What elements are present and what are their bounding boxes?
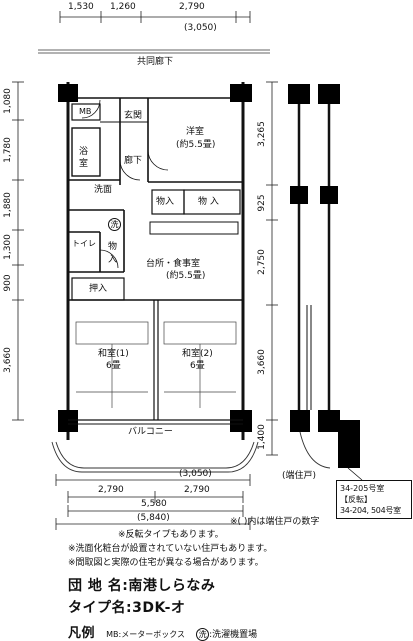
left-dim-1: 1,080 xyxy=(3,88,13,114)
top-dimension-lines xyxy=(59,11,251,23)
balcony-outline xyxy=(51,441,259,473)
bottom-dim-b: 2,790 xyxy=(184,485,210,495)
top-dim-total: (3,050) xyxy=(184,23,217,33)
mono-iri-3-label-1: 物 xyxy=(108,242,118,252)
senmen-label: 洗面 xyxy=(94,185,113,195)
right-dimension-lines xyxy=(266,81,278,456)
washer-space-icon: 洗 xyxy=(108,214,121,231)
left-dim-4: 1,300 xyxy=(3,234,13,260)
note-reverse: ※反転タイプもあります。 xyxy=(118,530,224,540)
toilet-label: トイレ xyxy=(72,239,96,248)
legend-label: 凡例 xyxy=(68,626,96,641)
right-dim-1: 3,265 xyxy=(257,121,267,147)
danchi-name: 団 地 名:南港しらなみ xyxy=(68,579,215,593)
right-dim-2: 925 xyxy=(257,194,267,212)
end-unit-section xyxy=(288,84,363,481)
end-unit-note: ※( )内は端住戸の数字 xyxy=(230,517,320,527)
right-dim-3: 2,750 xyxy=(257,249,267,275)
yoshitsu-label: 洋室 xyxy=(186,127,205,137)
left-dim-2: 1,780 xyxy=(3,137,13,163)
legend-wash-icon: 洗 xyxy=(196,628,210,641)
oshiire-label: 押入 xyxy=(89,284,108,294)
mb-label: MB xyxy=(79,107,92,116)
yoshitsu-size: (約5.5畳) xyxy=(176,140,216,150)
roka-label: 廊下 xyxy=(124,156,143,166)
right-dim-4: 3,660 xyxy=(257,349,267,375)
corridor-label: 共同廊下 xyxy=(137,57,174,67)
bottom-dim-paren: (3,050) xyxy=(179,469,212,479)
type-name: タイプ名:3DK-オ xyxy=(68,601,185,615)
unit-number-callout: 34-205号室 【反転】 34-204, 504号室 xyxy=(336,480,412,519)
kitchen-size: (約5.5畳) xyxy=(166,271,206,281)
pillars xyxy=(58,84,252,432)
corridor-lines xyxy=(38,49,270,54)
danchi-value: 南港しらなみ xyxy=(128,578,216,594)
top-dim-a: 1,530 xyxy=(68,2,94,12)
bath-label-1: 浴 xyxy=(79,147,89,157)
type-value: 3DK-オ xyxy=(132,600,186,616)
tatami-lines xyxy=(75,321,237,408)
bottom-dim-total-paren: (5,840) xyxy=(137,513,170,523)
note-difference: ※間取図と実際の住宅が異なる場合があります。 xyxy=(68,558,264,568)
washitsu-1-size: 6畳 xyxy=(106,361,121,371)
balcony-label: バルコニー xyxy=(126,427,175,437)
left-dim-3: 1,880 xyxy=(3,192,13,218)
washitsu-2-label: 和室(2) xyxy=(182,349,213,359)
callout-line-3: 34-204, 504号室 xyxy=(340,506,401,515)
end-unit-label: (端住戸) xyxy=(282,471,317,481)
mono-iri-1-label: 物入 xyxy=(156,197,175,207)
washitsu-1-label: 和室(1) xyxy=(98,349,129,359)
kitchen-label: 台所・食事室 xyxy=(146,259,201,269)
left-dimension-lines xyxy=(12,81,24,421)
legend: 凡例 MB:メーターボックス 洗:洗濯機置場 xyxy=(68,624,257,641)
interior-walls xyxy=(68,98,243,425)
note-vanity: ※洗面化粧台が設置されていない住戸もあります。 xyxy=(68,544,273,554)
right-dim-5: 1,400 xyxy=(257,424,267,450)
bath-label-2: 室 xyxy=(79,159,89,169)
bottom-dim-a: 2,790 xyxy=(98,485,124,495)
top-dim-c: 2,790 xyxy=(179,2,205,12)
callout-line-1: 34-205号室 xyxy=(340,484,385,493)
mono-iri-2-label: 物 入 xyxy=(198,197,219,207)
bottom-dim-total: 5,580 xyxy=(141,499,167,509)
callout-line-2: 【反転】 xyxy=(340,495,372,504)
legend-mb: MB:メーターボックス xyxy=(106,630,185,639)
genkan-label: 玄関 xyxy=(124,111,143,121)
left-dim-5: 900 xyxy=(3,274,13,292)
outer-walls xyxy=(66,82,245,440)
left-dim-6: 3,660 xyxy=(3,347,13,373)
type-label: タイプ名: xyxy=(68,600,133,616)
door-swings xyxy=(81,99,169,269)
bottom-dimension-lines xyxy=(55,474,251,530)
mono-iri-3-label-2: 入 xyxy=(108,255,118,265)
top-dim-b: 1,260 xyxy=(110,2,136,12)
danchi-label: 団 地 名: xyxy=(68,578,129,594)
washitsu-2-size: 6畳 xyxy=(190,361,205,371)
legend-wash-text: :洗濯機置場 xyxy=(209,630,258,640)
